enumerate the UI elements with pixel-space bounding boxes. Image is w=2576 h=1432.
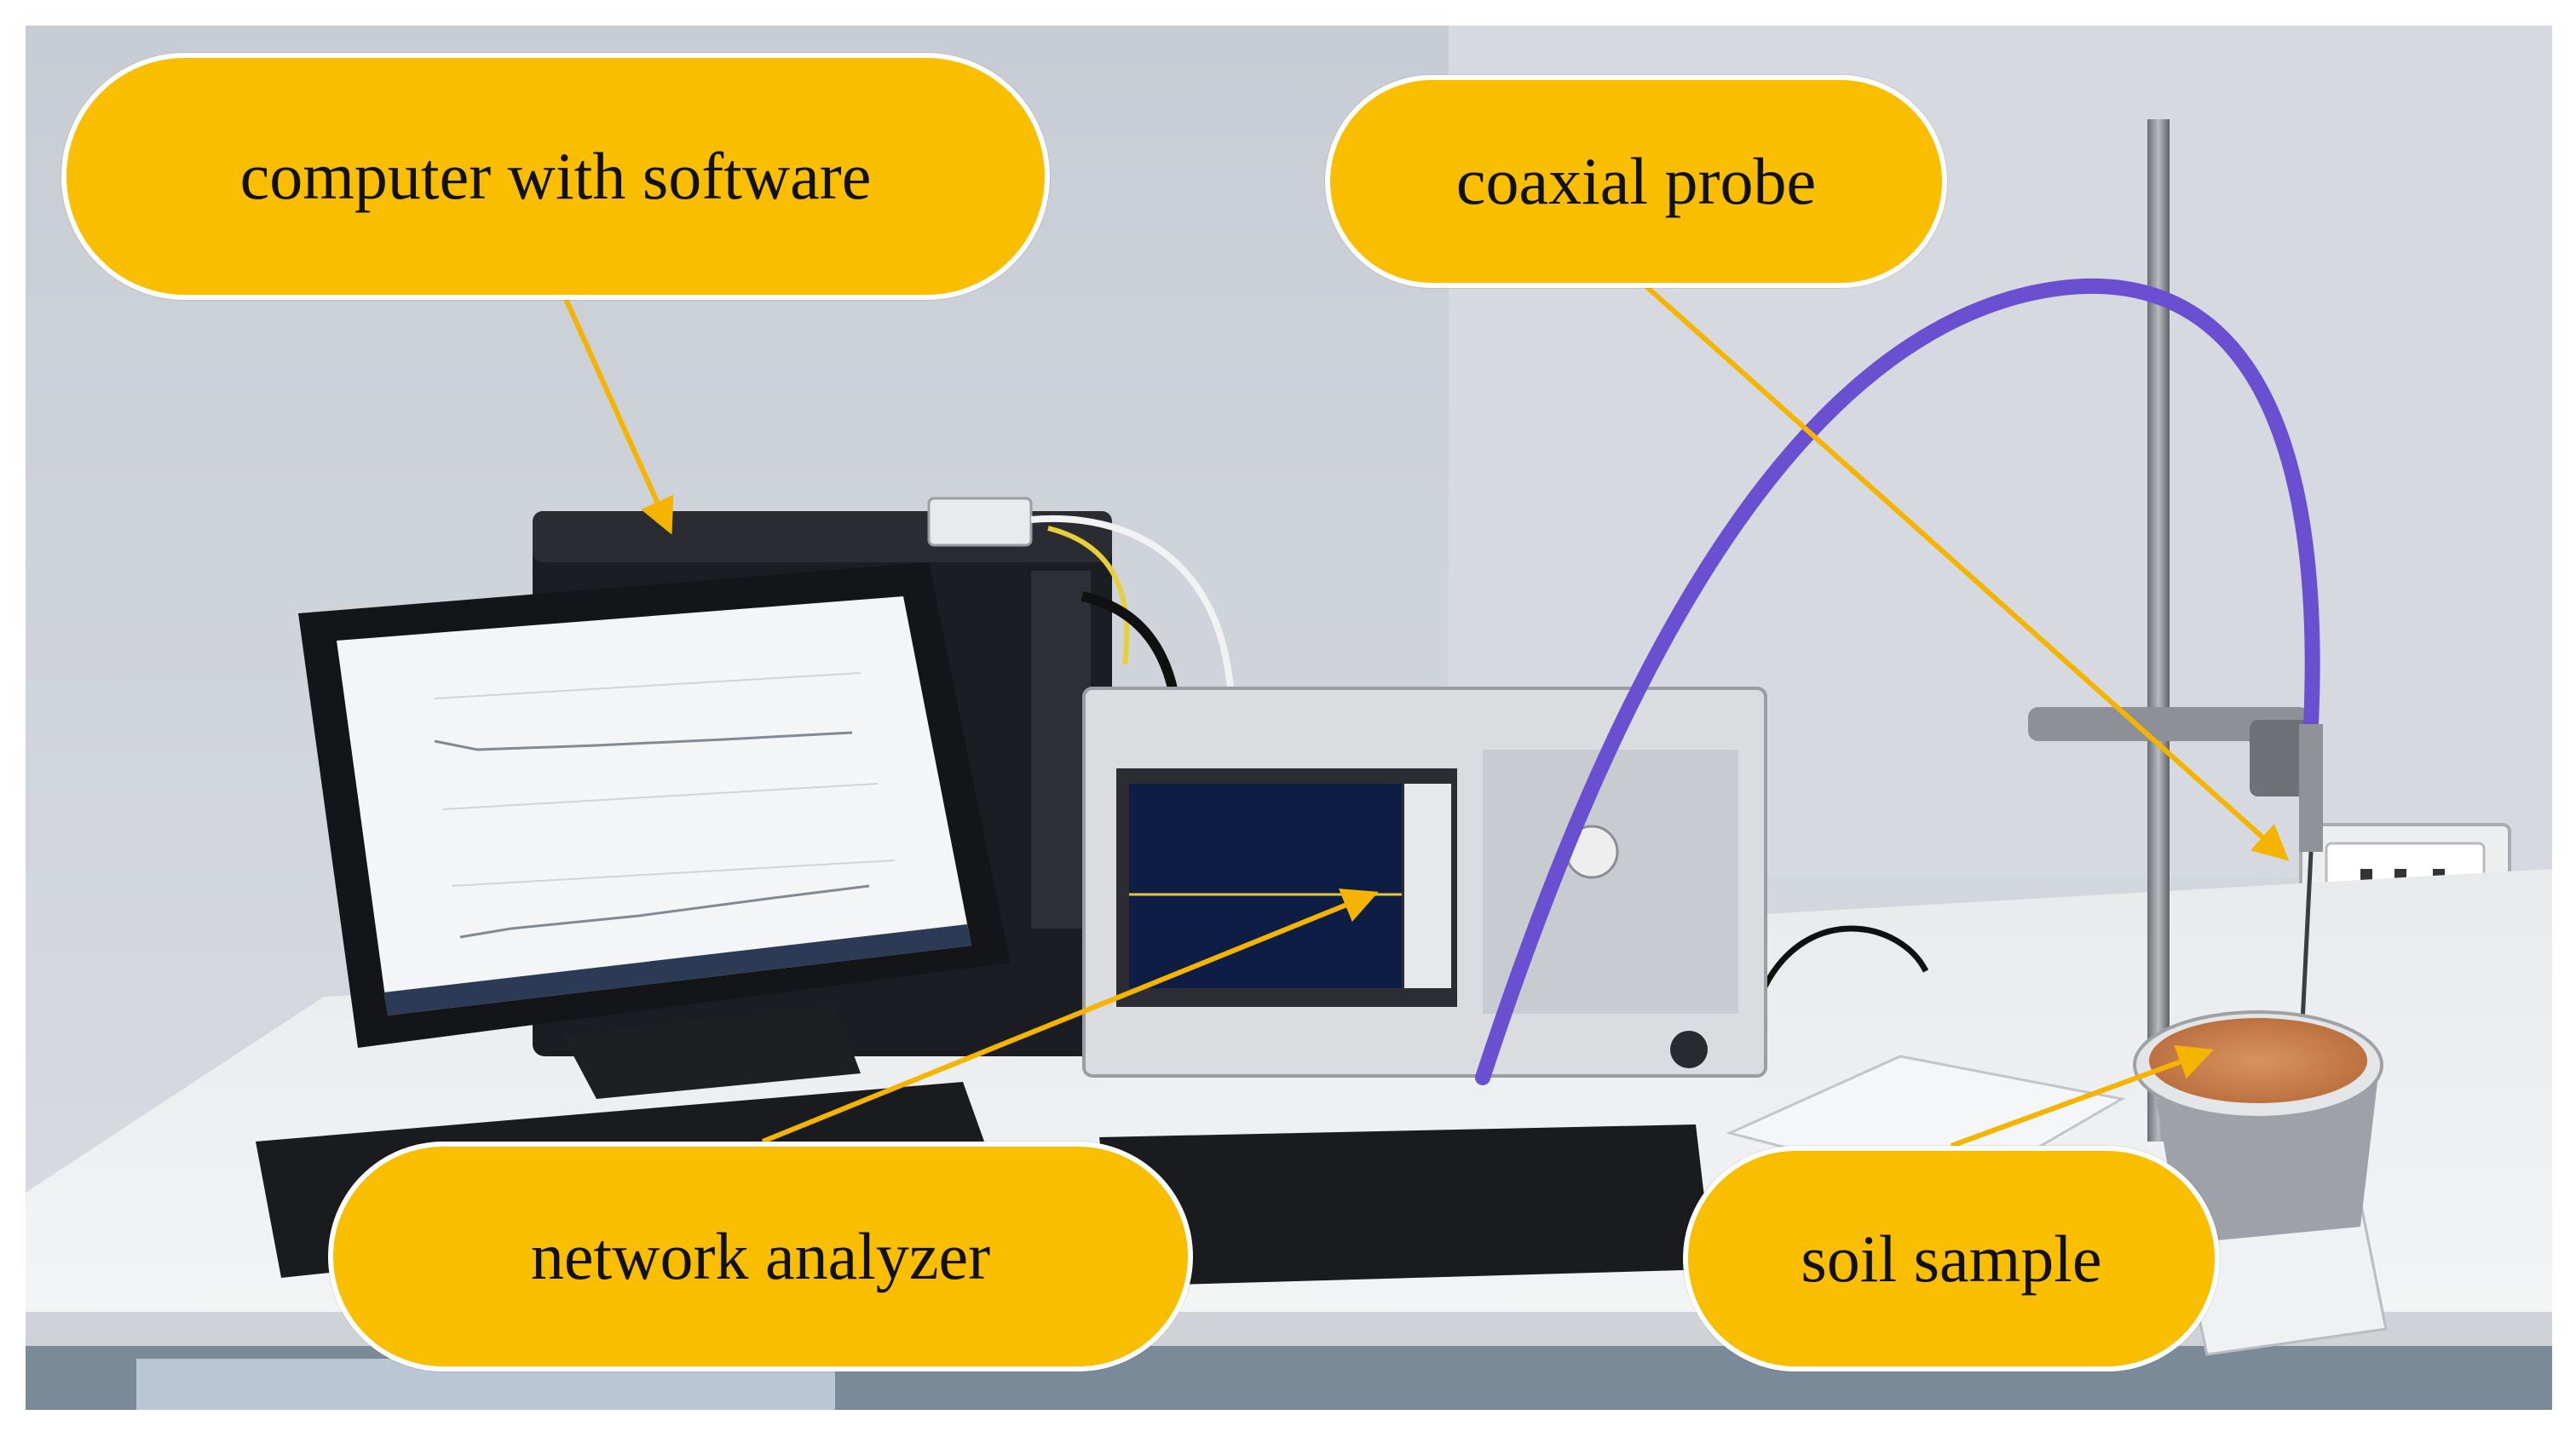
label-text: computer with software: [239, 139, 872, 213]
arrow-analyzer: [761, 889, 1379, 1144]
arrow-probe: [1639, 279, 2290, 861]
screen-grid: [434, 672, 862, 699]
monitor-stand: [562, 1005, 861, 1099]
screen-grid: [442, 783, 879, 810]
black-cable: [1761, 925, 1929, 990]
label-text: coaxial probe: [1455, 144, 1817, 218]
stand-clamp: [2028, 707, 2309, 741]
screen-plot-line: [434, 731, 853, 751]
lab-jack: [2156, 1082, 2377, 1244]
stand-pole: [2147, 119, 2170, 1142]
label-coaxial-probe: coaxial probe: [1325, 75, 1947, 288]
screen-grid: [451, 860, 896, 887]
analyzer-knob: [1670, 1031, 1708, 1068]
label-text: soil sample: [1801, 1221, 2102, 1296]
yellow-cable: [1047, 526, 1130, 665]
monitor-taskbar: [383, 924, 971, 1015]
usb-hub: [927, 497, 1033, 547]
label-text: network analyzer: [530, 1219, 991, 1293]
monitor-screen: [337, 596, 971, 1015]
screen-plot-line: [459, 884, 870, 939]
label-computer-with-software: computer with software: [61, 53, 1050, 300]
tower-vents: [1031, 571, 1091, 929]
analyzer-screen: [1129, 784, 1402, 988]
keyboard-right: [1099, 1124, 1713, 1286]
probe-body: [2299, 724, 2323, 852]
analyzer-softkeys: [1404, 784, 1451, 988]
label-network-analyzer: network analyzer: [328, 1142, 1193, 1372]
label-soil-sample: soil sample: [1683, 1146, 2220, 1372]
arrow-soil: [1950, 1044, 2214, 1148]
arrow-computer: [560, 290, 674, 535]
soil-surface: [2149, 1018, 2367, 1103]
coaxial-cable: [1475, 279, 2320, 1085]
